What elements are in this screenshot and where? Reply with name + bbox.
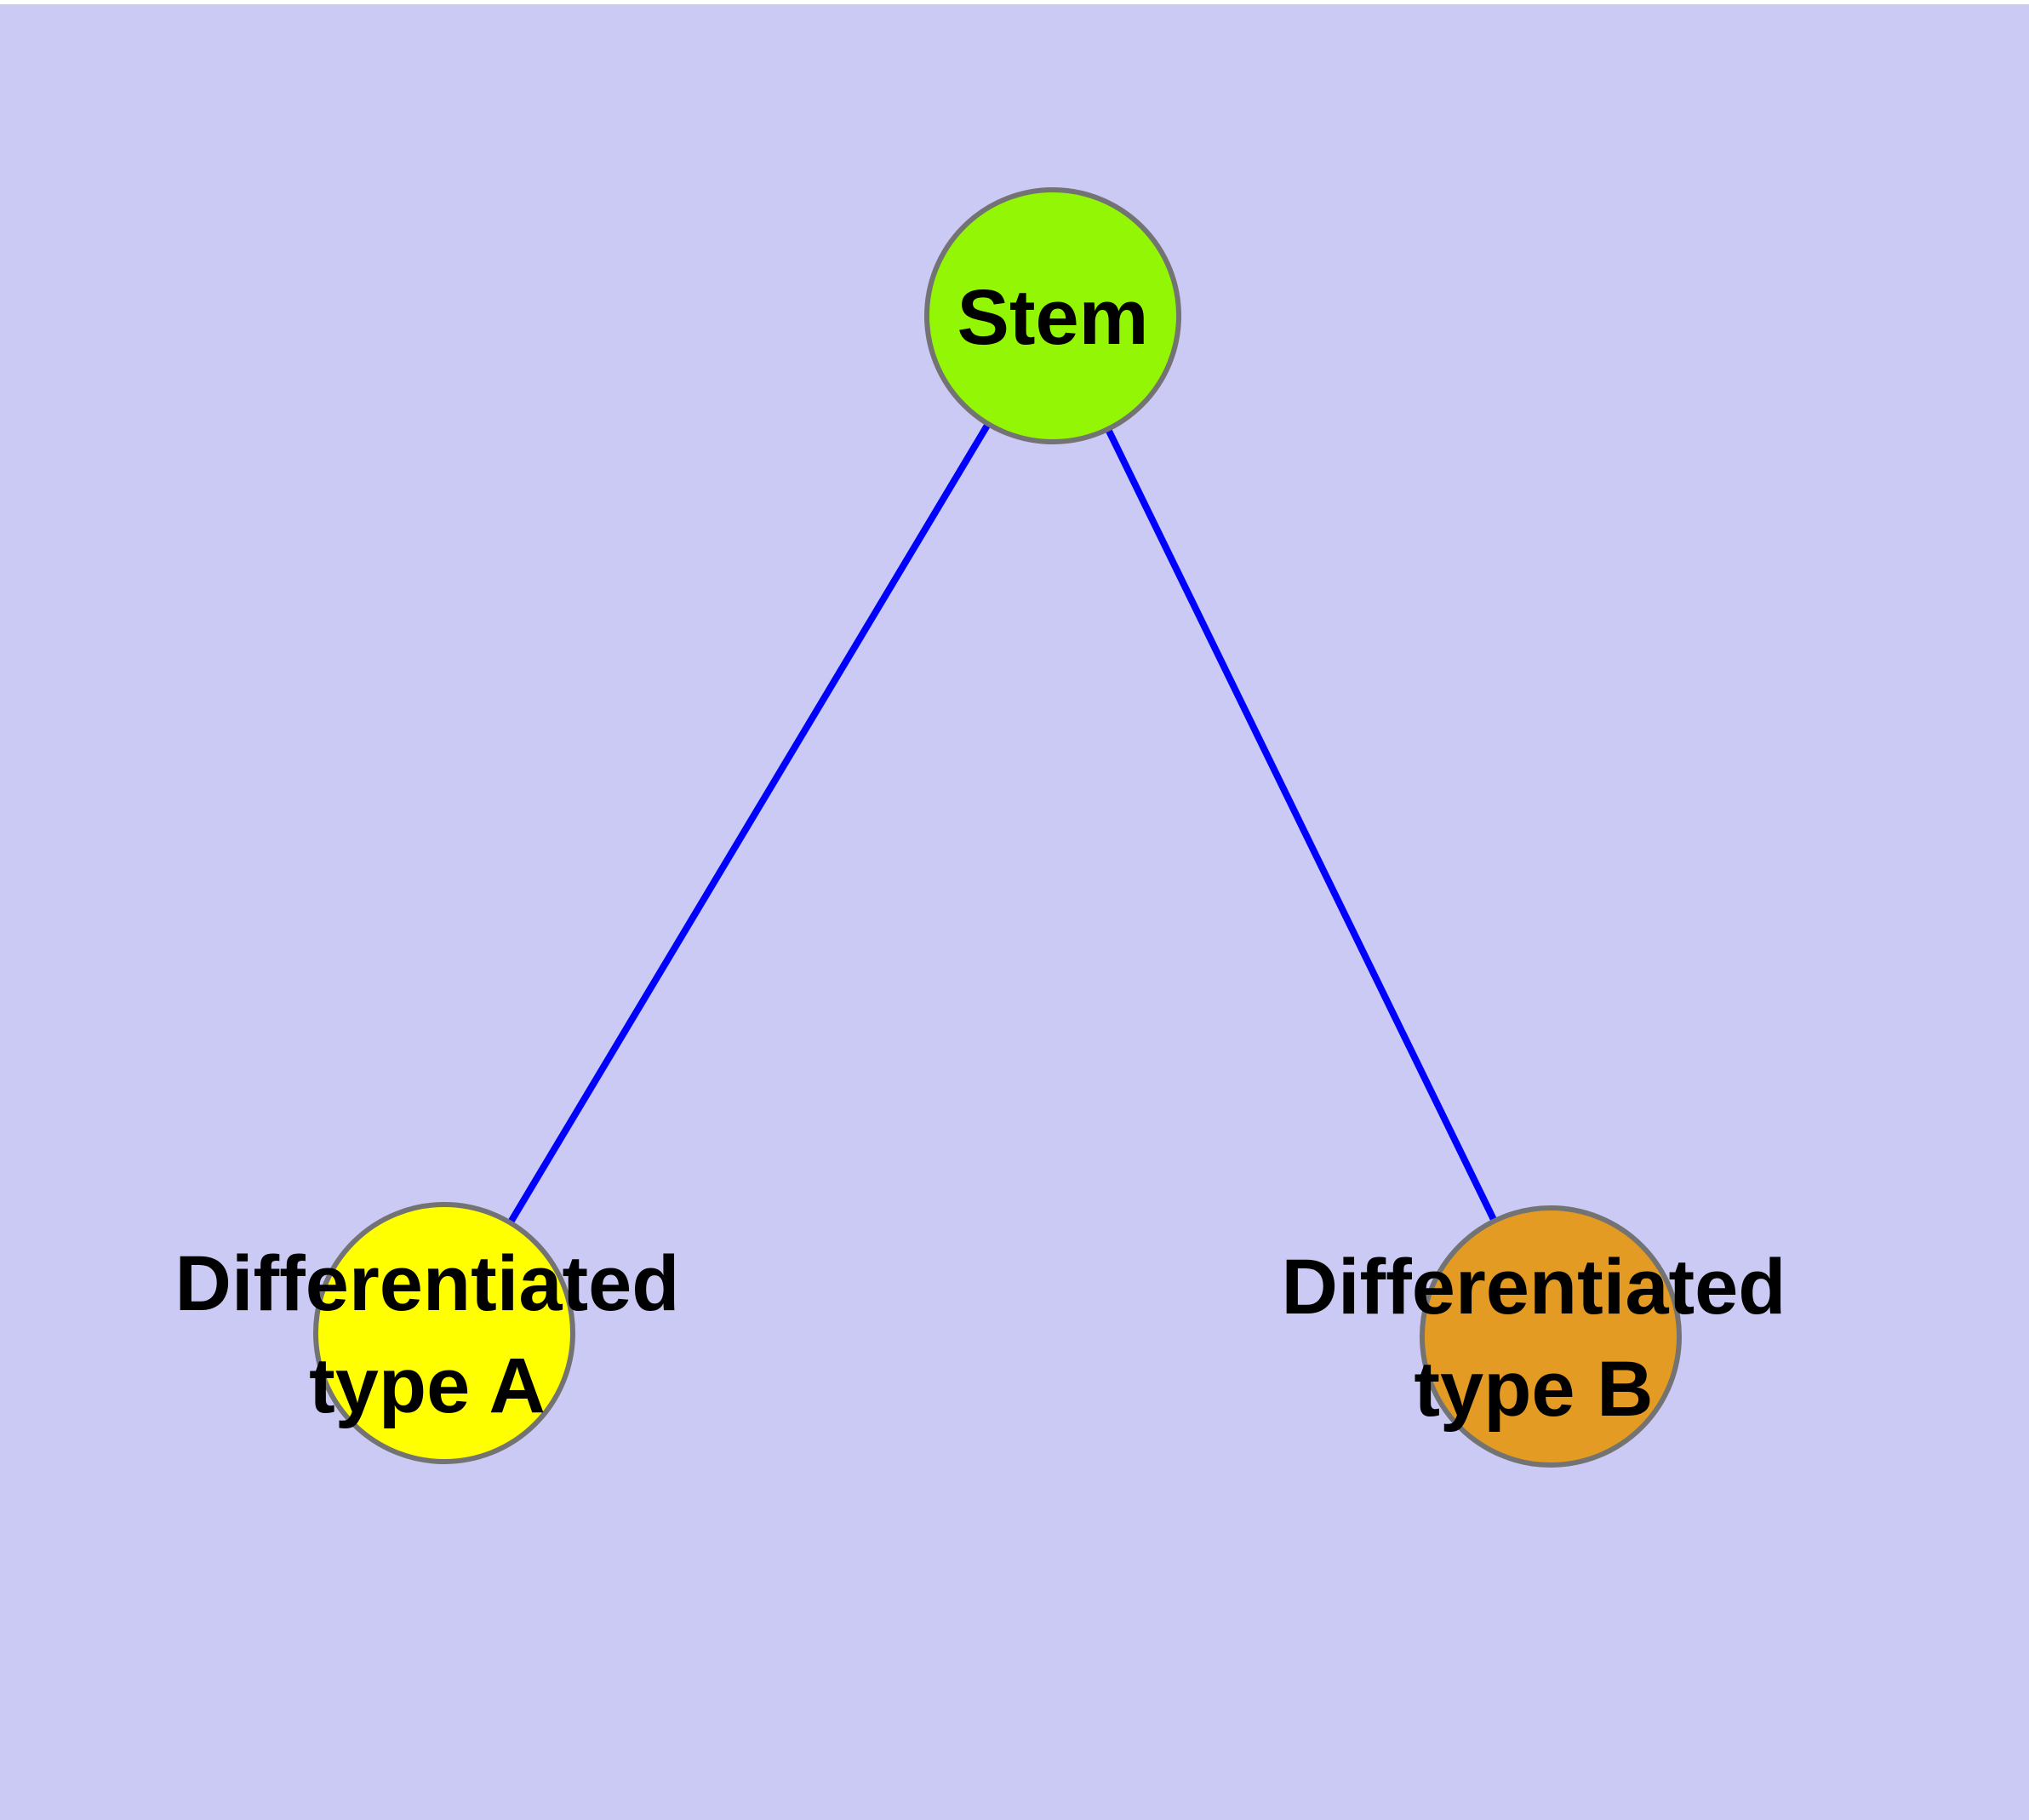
node-type-b-label-line2: type B [1414, 1346, 1653, 1433]
node-stem [924, 187, 1181, 444]
node-stem-label: Stem [957, 274, 1149, 361]
edge-stem-to-type-b [1049, 314, 1554, 1338]
node-differentiated-type-b [1420, 1205, 1682, 1468]
node-type-a-label-line1: Differentiated [175, 1240, 680, 1327]
node-type-b-label-line1: Differentiated [1282, 1244, 1786, 1331]
node-differentiated-type-a [313, 1202, 575, 1464]
top-margin [0, 0, 2029, 4]
node-type-a-label-line2: type A [309, 1342, 546, 1429]
edge-stem-to-type-a [441, 313, 1056, 1336]
